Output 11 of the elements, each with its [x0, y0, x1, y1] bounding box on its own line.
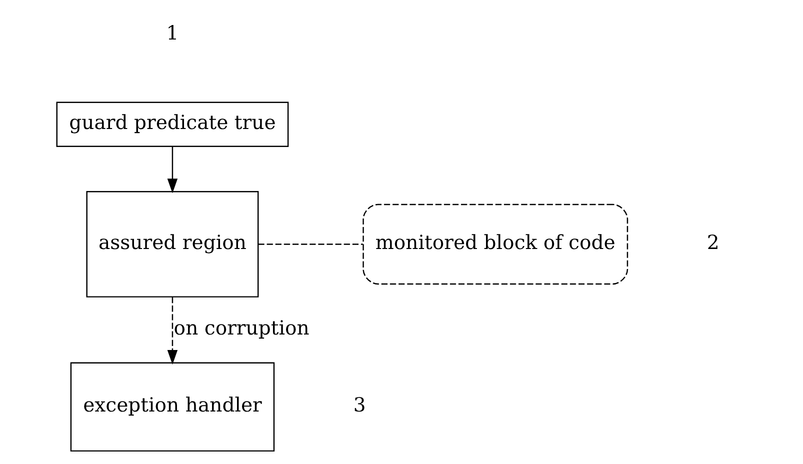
arrow — [167, 146, 178, 194]
label: 2 — [706, 230, 720, 254]
arrow — [167, 297, 178, 365]
node-box: monitored block of code — [362, 204, 628, 285]
node-box: exception handler — [70, 362, 275, 452]
label: 1 — [166, 22, 179, 45]
label: 3 — [353, 394, 366, 417]
edge-label: on corruption — [174, 316, 310, 340]
node-box: guard predicate true — [56, 102, 289, 147]
connector — [258, 244, 363, 245]
node-box: assured region — [86, 191, 259, 298]
